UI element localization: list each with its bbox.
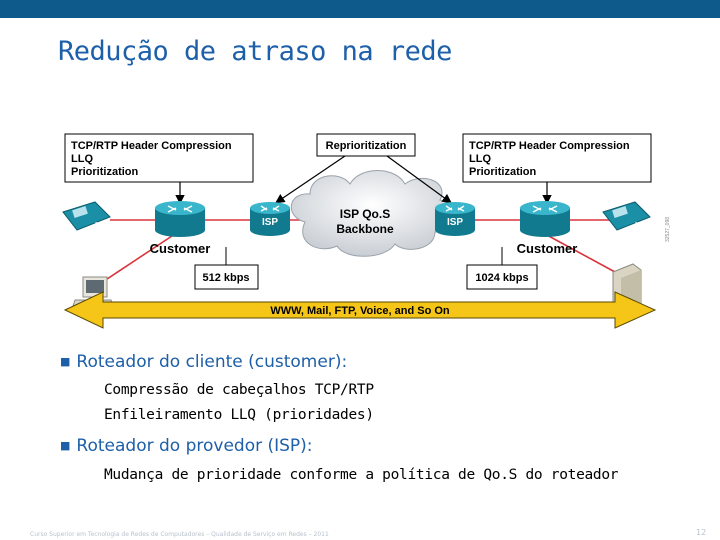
isp-left-label: ISP bbox=[262, 217, 278, 228]
ip-right-label: IP bbox=[635, 221, 643, 230]
left-config-box: TCP/RTP Header Compression LLQ Prioritiz… bbox=[64, 133, 254, 205]
speed-right-label: 1024 kbps bbox=[475, 272, 528, 284]
left-box-line1: TCP/RTP Header Compression bbox=[71, 140, 232, 152]
ip-left-label: IP bbox=[95, 221, 103, 230]
left-box-line2: LLQ bbox=[71, 153, 93, 165]
bullet-customer-item-2: Enfileiramento LLQ (prioridades) bbox=[104, 407, 374, 423]
speed-left-label: 512 kbps bbox=[202, 272, 249, 284]
bullet-isp-item-1: Mudança de prioridade conforme a polític… bbox=[104, 467, 619, 483]
isp-right-label: ISP bbox=[447, 217, 463, 228]
router-isp-left-icon bbox=[250, 202, 290, 236]
bullet-customer-item-1: Compressão de cabeçalhos TCP/RTP bbox=[104, 382, 374, 398]
bullet-customer-router: ■ Roteador do cliente (customer): bbox=[60, 352, 347, 372]
cloud-label-line1: ISP Qo.S bbox=[340, 207, 390, 221]
page-number: 12 bbox=[696, 528, 707, 537]
footer-text: Curso Superior em Tecnologia de Redes de… bbox=[30, 531, 329, 538]
network-diagram: ISP Qo.S Backbone TCP/RTP Header Compres… bbox=[62, 133, 671, 329]
cloud-label-line2: Backbone bbox=[336, 222, 394, 236]
top-bar bbox=[0, 0, 720, 18]
router-customer-left-icon bbox=[155, 201, 205, 237]
ip-phone-left-icon: IP bbox=[62, 201, 111, 231]
figure-code: 32527_098 bbox=[665, 217, 671, 242]
traffic-arrow-label: WWW, Mail, FTP, Voice, and So On bbox=[270, 305, 450, 317]
bullet-customer-title: Roteador do cliente (customer): bbox=[76, 352, 348, 372]
right-config-box: TCP/RTP Header Compression LLQ Prioritiz… bbox=[462, 133, 652, 205]
router-isp-right-icon bbox=[435, 202, 475, 236]
bullet-isp-router: ■ Roteador do provedor (ISP): bbox=[60, 436, 313, 456]
customer-right-label: Customer bbox=[517, 241, 578, 256]
traffic-arrow: WWW, Mail, FTP, Voice, and So On bbox=[63, 291, 657, 329]
right-box-line1: TCP/RTP Header Compression bbox=[469, 140, 630, 152]
center-config-box: Reprioritization bbox=[275, 133, 452, 204]
bullet-square-icon: ■ bbox=[60, 355, 71, 368]
center-box-label: Reprioritization bbox=[326, 140, 407, 152]
bullet-square-icon: ■ bbox=[60, 439, 71, 452]
slide-title: Redução de atraso na rede bbox=[58, 36, 452, 67]
isp-cloud: ISP Qo.S Backbone bbox=[290, 170, 454, 257]
bullet-isp-title: Roteador do provedor (ISP): bbox=[76, 436, 313, 456]
ip-phone-right-icon: IP bbox=[602, 201, 651, 231]
right-box-line2: LLQ bbox=[469, 153, 491, 165]
right-box-line3: Prioritization bbox=[469, 166, 537, 178]
speed-box-right: 1024 kbps bbox=[466, 247, 538, 290]
router-customer-right-icon bbox=[520, 201, 570, 237]
link-lines bbox=[94, 219, 616, 288]
customer-left-label: Customer bbox=[150, 241, 211, 256]
left-box-line3: Prioritization bbox=[71, 166, 139, 178]
speed-box-left: 512 kbps bbox=[194, 247, 259, 290]
